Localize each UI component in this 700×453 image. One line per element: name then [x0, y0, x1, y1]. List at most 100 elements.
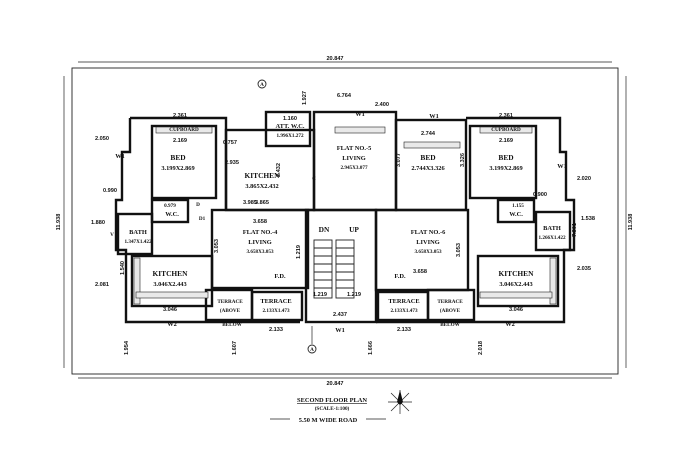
- left-bed-size: 3.199X2.869: [161, 165, 194, 172]
- flat6-room: LIVING: [416, 239, 439, 246]
- building-walls: [114, 110, 576, 324]
- dimension-label: 2.018: [478, 341, 484, 355]
- left-wc-size: 0.979: [164, 203, 176, 209]
- dimension-label: 2.133: [397, 327, 411, 333]
- dimension-label: 3.326: [460, 153, 466, 167]
- right-bath-label: BATH: [543, 225, 561, 232]
- dimension-label: 3.985: [243, 200, 257, 206]
- dimension-label: 1.607: [232, 341, 238, 355]
- dimension-label: 2.432: [276, 163, 282, 177]
- right-terrace-above-1: TERRACE: [437, 299, 463, 305]
- left-bath-label: BATH: [129, 229, 147, 236]
- dimension-label: V: [110, 232, 114, 238]
- svg-text:A: A: [260, 82, 264, 88]
- dimension-label: 3.865: [255, 200, 269, 206]
- flat4-size: 3.658X3.053: [246, 249, 273, 255]
- dimension-label: D1: [199, 216, 206, 222]
- dimension-label: 1.219: [347, 292, 361, 298]
- flat5-size: 2.945X3.077: [340, 165, 367, 171]
- att-wc-size: 1.996X1.272: [276, 133, 303, 139]
- left-terrace-above-3: BELOW: [222, 322, 242, 328]
- left-terrace-above-2: (ABOVE: [220, 307, 241, 314]
- left-wc-label: W.C.: [165, 211, 179, 218]
- dimension-label: 7.861: [572, 223, 578, 237]
- dimension-label: 2.437: [333, 312, 347, 318]
- dimension-label: 3.077: [396, 153, 402, 167]
- left-kitchen-size: 3.046X2.443: [153, 281, 186, 288]
- overall-left-dim: 11.938: [56, 214, 62, 231]
- right-fd-label: F.D.: [394, 273, 406, 280]
- left-terrace-label: TERRACE: [260, 298, 291, 305]
- right-terrace-above-2: (ABOVE: [440, 307, 461, 314]
- dimension-label: W1: [335, 327, 345, 334]
- right-kitchen-label: KITCHEN: [499, 269, 535, 278]
- dimension-label: W2: [505, 321, 515, 328]
- right-bed2-size: 2.744X3.326: [411, 165, 445, 172]
- right-bed-label: BED: [498, 153, 513, 162]
- dimension-label: 0.900: [533, 192, 547, 198]
- dimension-label: 1.666: [368, 341, 374, 355]
- dimension-label: 0.757: [223, 140, 237, 146]
- right-terrace-above-3: BELOW: [440, 322, 460, 328]
- dimension-label: 1.927: [302, 91, 308, 105]
- outer-frame: [71, 67, 619, 375]
- left-bed-label: BED: [170, 153, 185, 162]
- right-bed2-label: BED: [420, 153, 435, 162]
- dimension-label: 1.540: [120, 261, 126, 275]
- flat4-label: FLAT NO.-4: [243, 229, 278, 236]
- dimension-label: 3.046: [163, 307, 177, 313]
- dimension-label: 3.658: [253, 219, 267, 225]
- dimension-label: 1.880: [91, 220, 105, 226]
- dimension-label: 2.361: [499, 113, 513, 119]
- overall-bottom-dim: 20.847: [326, 381, 343, 387]
- left-fd-label: F.D.: [274, 273, 286, 280]
- flat5-room: LIVING: [342, 155, 365, 162]
- dimension-label: 3.658: [413, 269, 427, 275]
- dimension-label: 3.046: [509, 307, 523, 313]
- left-cupboard-label: CUPBOARD: [169, 127, 199, 133]
- dimension-label: 2.133: [269, 327, 283, 333]
- stair-up-label: UP: [349, 225, 359, 234]
- dimension-label: 2.020: [577, 176, 591, 182]
- dimension-label: W1: [115, 153, 125, 160]
- center-kitchen-size: 3.865X2.432: [245, 183, 278, 190]
- dimension-label: 2.169: [173, 138, 187, 144]
- dimension-label: 2.935: [225, 160, 239, 166]
- flat4-room: LIVING: [248, 239, 271, 246]
- left-kitchen-label: KITCHEN: [153, 269, 189, 278]
- north-arrow-icon: [388, 390, 412, 414]
- flat6-size: 3.658X3.053: [414, 249, 441, 255]
- right-terrace-size: 2.133X1.473: [390, 308, 417, 314]
- dimension-label: 6.764: [337, 93, 352, 99]
- right-terrace-label: TERRACE: [388, 298, 419, 305]
- dimension-label: 2.081: [95, 282, 109, 288]
- dimension-label: 1.160: [283, 116, 297, 122]
- dimension-label: 1.954: [124, 340, 130, 355]
- center-kitchen-label: KITCHEN: [245, 171, 281, 180]
- left-bath-size: 1.347X1.422: [124, 239, 151, 245]
- overall-right-dim: 11.938: [628, 214, 634, 231]
- flat6-label: FLAT NO.-6: [411, 229, 446, 236]
- dimension-label: 2.035: [577, 266, 591, 272]
- plan-scale: (SCALE-1:100): [315, 405, 350, 412]
- dimension-label: 2.050: [95, 136, 109, 142]
- right-cupboard-label: CUPBOARD: [491, 127, 521, 133]
- dimension-label: 3.053: [214, 239, 220, 253]
- dimension-label: W1: [557, 163, 567, 170]
- overall-top-dim: 20.847: [326, 56, 343, 62]
- left-terrace-size: 2.133X1.473: [262, 308, 289, 314]
- right-wc-size: 1.155: [512, 203, 524, 209]
- plan-title: SECOND FLOOR PLAN: [297, 397, 367, 404]
- dimension-label: 3.053: [456, 243, 462, 257]
- dimension-label: 2.361: [173, 113, 187, 119]
- dimension-label: 0.990: [103, 188, 117, 194]
- road-label: 5.50 M WIDE ROAD: [299, 417, 358, 424]
- dimension-label: 2.744: [421, 131, 436, 137]
- dimension-label: 2.400: [375, 102, 389, 108]
- dimension-label: W1: [429, 113, 439, 120]
- dimension-label: 1.219: [296, 245, 302, 259]
- right-bath-size: 1.266X1.422: [538, 235, 565, 241]
- stair-down-label: DN: [319, 225, 330, 234]
- flat5-label: FLAT NO.-5: [337, 145, 372, 152]
